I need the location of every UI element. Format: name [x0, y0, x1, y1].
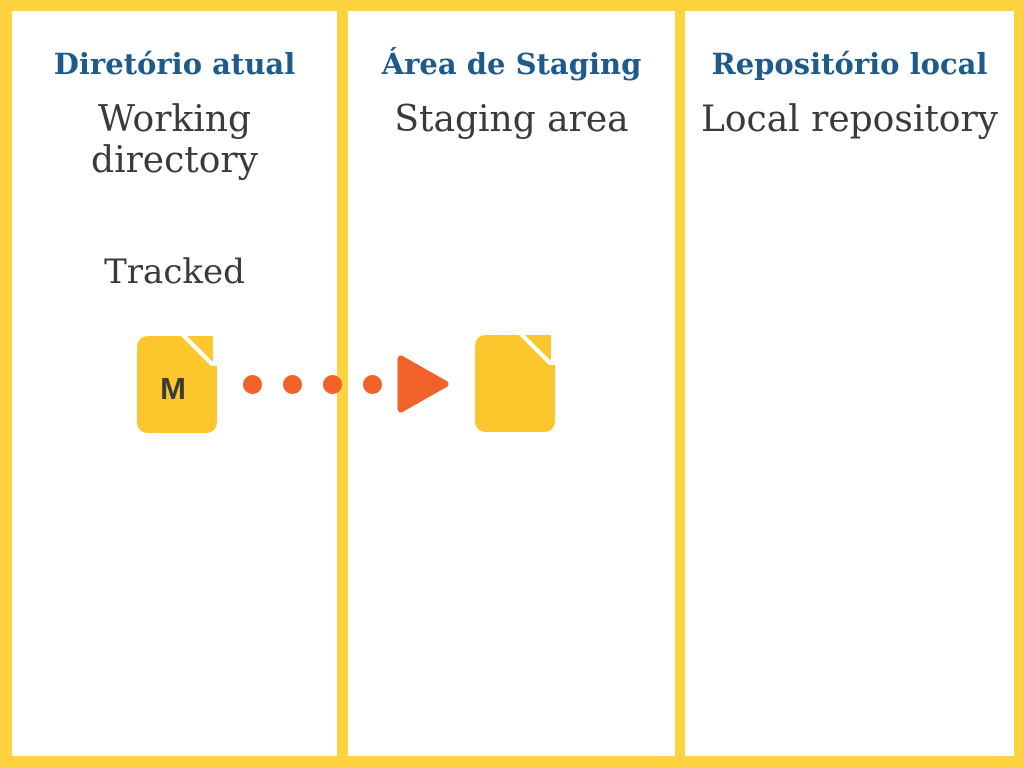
- flow-dot-icon: [283, 375, 302, 394]
- folded-corner-icon: [187, 336, 213, 362]
- staged-file-icon: [475, 335, 555, 432]
- flow-dot-icon: [323, 375, 342, 394]
- file-document-icon: [137, 336, 217, 433]
- file-document-icon: [475, 335, 555, 432]
- staging-area-title-en: Staging area: [394, 98, 629, 140]
- panel-working-directory: Diretório atual Working directory: [12, 11, 337, 756]
- working-directory-title-en: Working directory: [91, 98, 258, 182]
- flow-dot-icon: [243, 375, 262, 394]
- local-repository-title-pt: Repositório local: [711, 47, 988, 81]
- tracked-label: Tracked: [104, 252, 245, 292]
- modified-status-badge: M: [160, 371, 186, 406]
- working-directory-title-pt: Diretório atual: [53, 47, 296, 81]
- dotted-flow-line-icon: [243, 375, 382, 394]
- modified-file-icon: M: [137, 336, 217, 433]
- panel-local-repository: Repositório local Local repository: [685, 11, 1014, 756]
- staging-area-title-pt: Área de Staging: [381, 47, 642, 81]
- local-repository-title-en: Local repository: [700, 98, 999, 140]
- folded-corner-icon: [525, 335, 551, 361]
- flow-dot-icon: [363, 375, 382, 394]
- flow-arrowhead-icon: [397, 354, 449, 414]
